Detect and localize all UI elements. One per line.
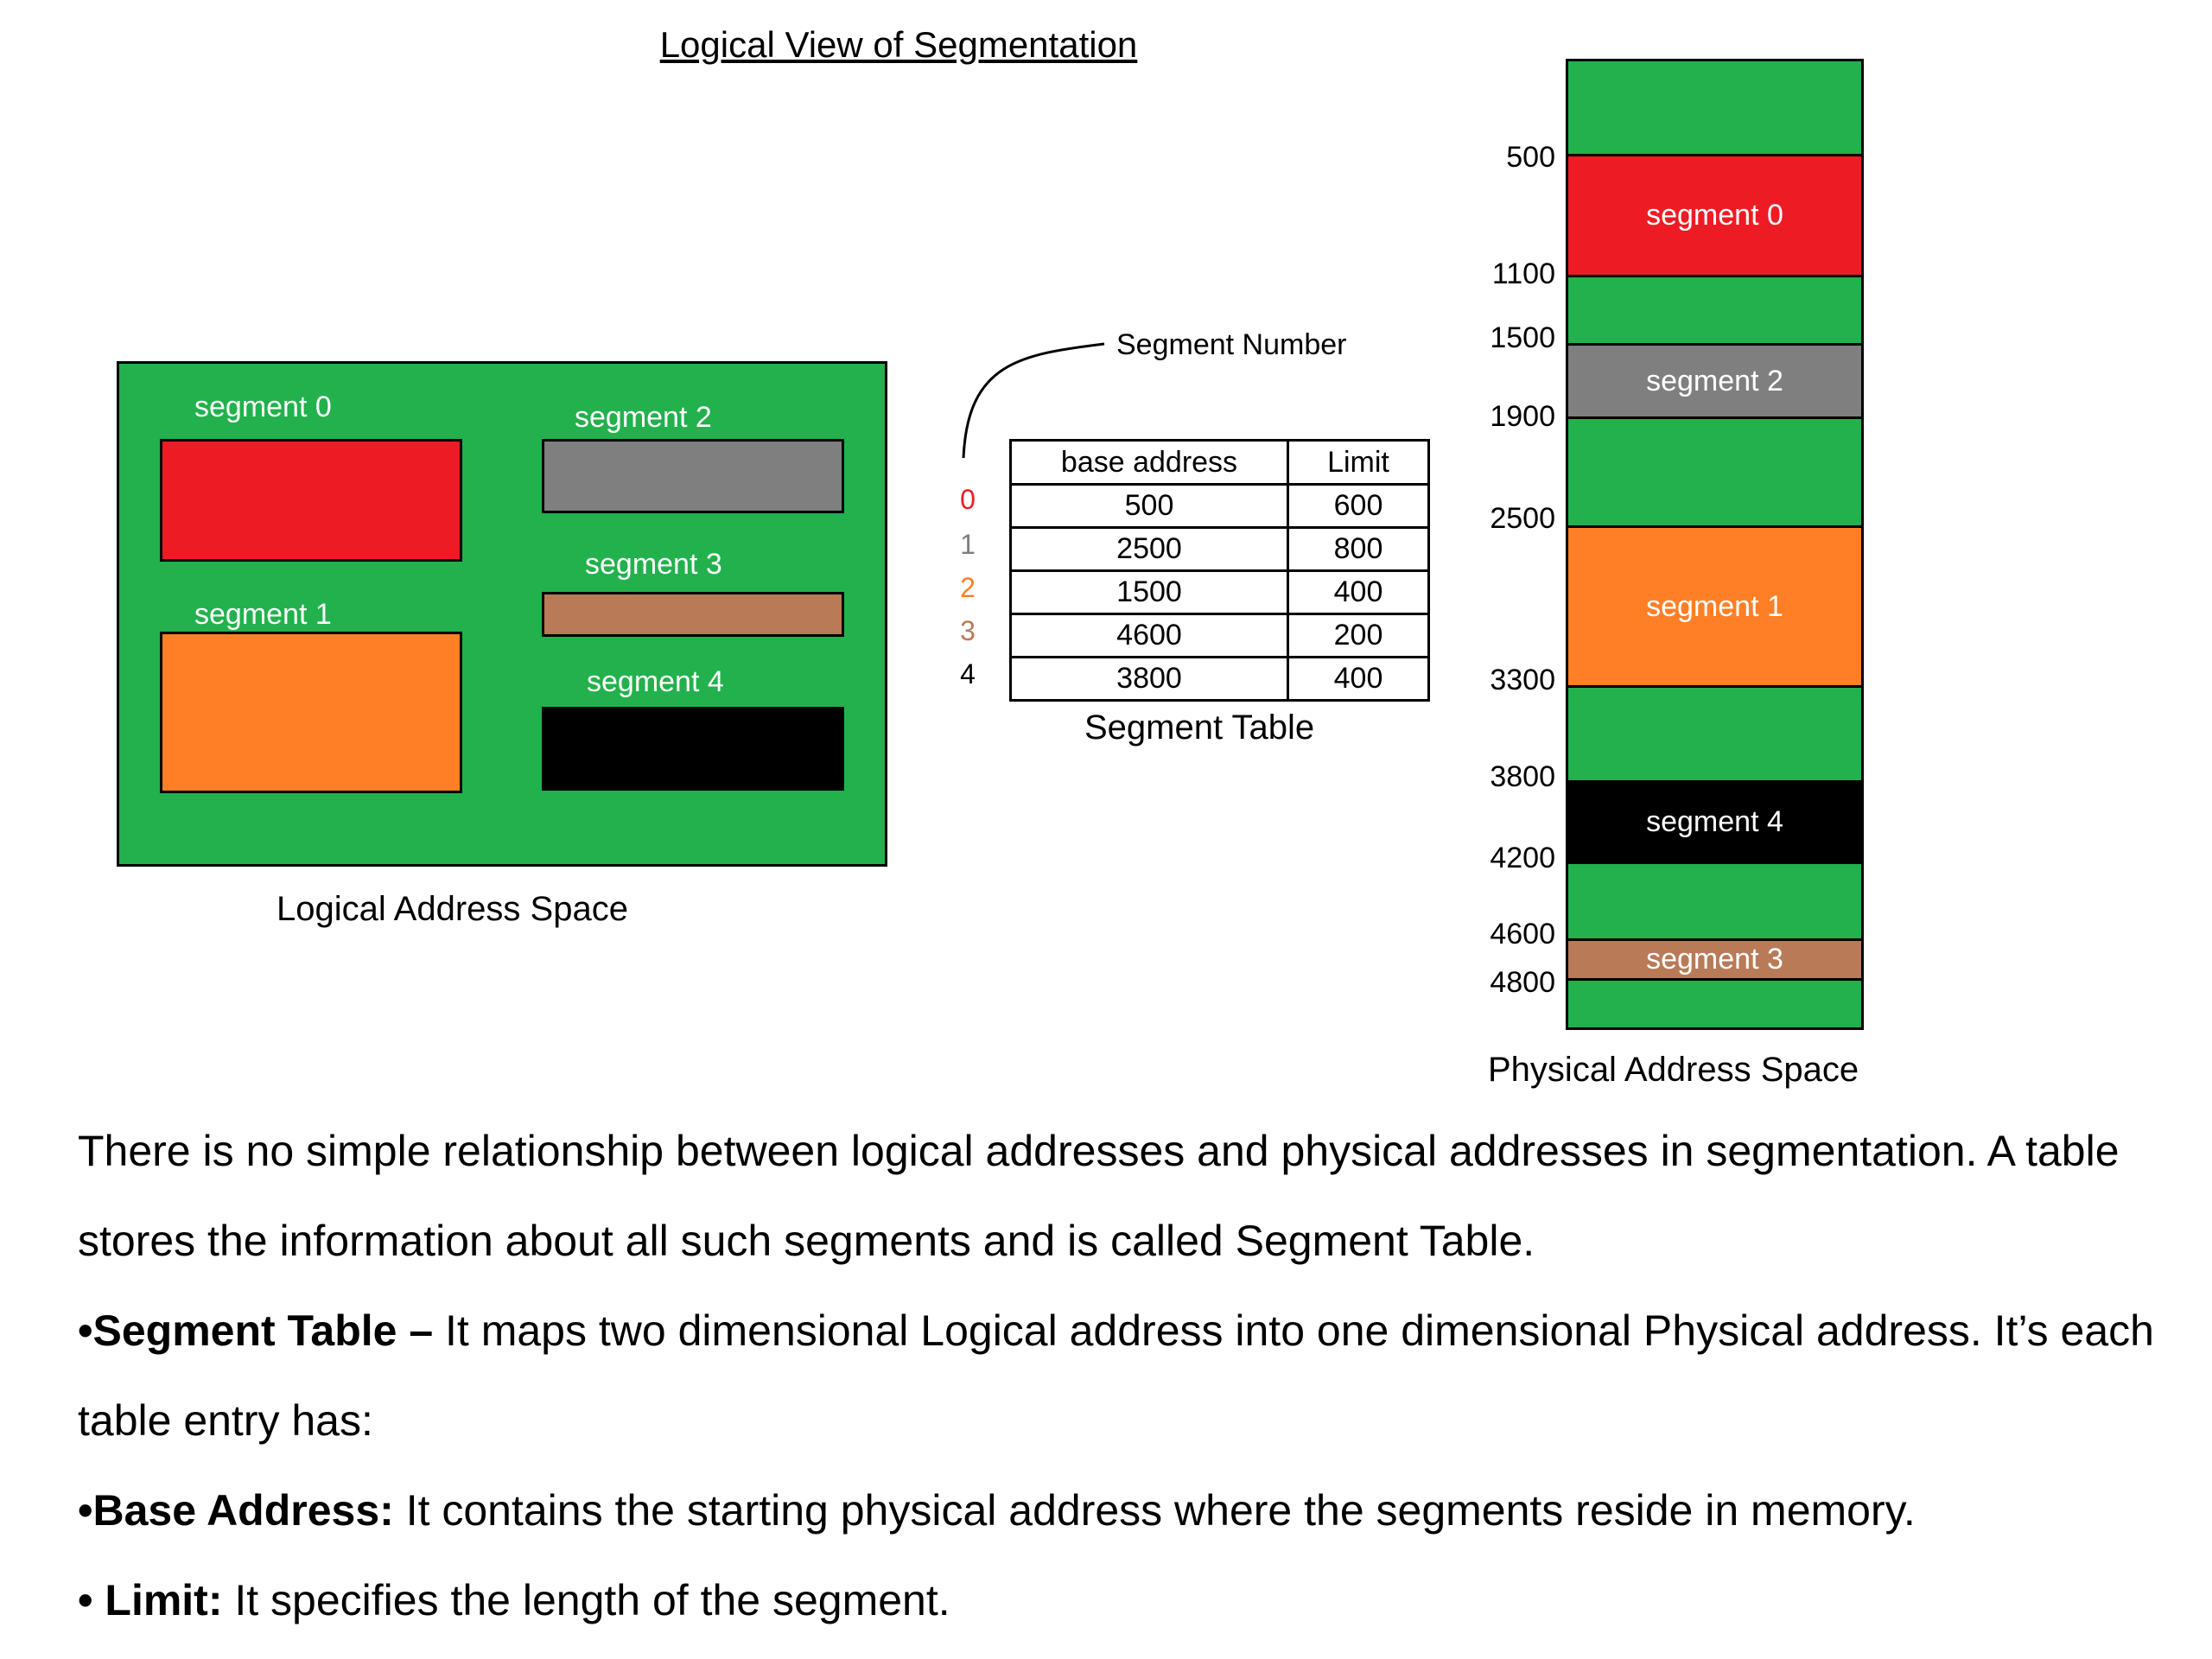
table-index-2: 2 xyxy=(960,572,976,603)
logical-segment-2-label: segment 2 xyxy=(575,401,712,434)
physical-segment-3-label: segment 3 xyxy=(1646,943,1783,976)
address-label: 1100 xyxy=(1491,257,1555,290)
segment-table-caption: Segment Table xyxy=(1084,709,1315,747)
table-cell-base: 1500 xyxy=(1009,569,1289,615)
bullet-limit-desc: It specifies the length of the segment. xyxy=(222,1576,950,1624)
address-label: 3800 xyxy=(1490,760,1555,793)
bullet-base-address: •Base Address: It contains the starting … xyxy=(78,1465,2169,1555)
logical-address-space-caption: Logical Address Space xyxy=(276,890,628,928)
logical-segment-3-block xyxy=(542,592,844,637)
segment-number-label: Segment Number xyxy=(1116,328,1347,361)
logical-segment-0-label: segment 0 xyxy=(194,391,332,423)
bullet-limit-term: • Limit: xyxy=(78,1576,223,1624)
logical-segment-0-block xyxy=(160,439,462,562)
physical-segment-4-label: segment 4 xyxy=(1646,805,1783,838)
table-cell-limit: 400 xyxy=(1287,569,1430,615)
logical-segment-4-label: segment 4 xyxy=(587,665,724,698)
logical-segment-4-block xyxy=(542,707,844,791)
physical-address-space-column: segment 0 segment 2 segment 1 segment 4 … xyxy=(1566,59,1864,1030)
address-label: 4600 xyxy=(1490,918,1555,950)
physical-segment-0-label: segment 0 xyxy=(1646,199,1783,232)
bullet-segment-table-desc: It maps two dimensional Logical address … xyxy=(78,1306,2154,1445)
physical-segment-2-label: segment 2 xyxy=(1646,364,1783,397)
table-cell-base: 4600 xyxy=(1009,613,1289,658)
address-label: 500 xyxy=(1506,141,1555,174)
logical-segment-1-label: segment 1 xyxy=(194,598,332,631)
diagram-title: Logical View of Segmentation xyxy=(659,24,1138,65)
physical-segment-2: segment 2 xyxy=(1568,343,1861,419)
logical-segment-1-block xyxy=(160,632,462,793)
physical-segment-0: segment 0 xyxy=(1568,154,1861,277)
address-label: 2500 xyxy=(1490,502,1555,535)
table-cell-limit: 400 xyxy=(1287,656,1430,702)
bullet-base-address-term: •Base Address: xyxy=(78,1486,394,1535)
table-cell-limit: 800 xyxy=(1287,526,1430,572)
physical-segment-4: segment 4 xyxy=(1568,780,1861,864)
table-header-limit: Limit xyxy=(1287,439,1430,486)
table-index-0: 0 xyxy=(960,484,976,515)
table-header-base: base address xyxy=(1009,439,1289,486)
address-label: 4800 xyxy=(1490,966,1555,999)
logical-segment-2-block xyxy=(542,439,844,513)
physical-segment-1: segment 1 xyxy=(1568,525,1861,688)
physical-segment-3: segment 3 xyxy=(1568,938,1861,981)
bullet-segment-table: •Segment Table – It maps two dimensional… xyxy=(78,1286,2169,1465)
segment-number-pointer xyxy=(962,342,1105,459)
table-index-1: 1 xyxy=(960,529,976,560)
physical-segment-1-label: segment 1 xyxy=(1646,589,1783,623)
explanation-text: There is no simple relationship between … xyxy=(78,1106,2169,1645)
table-cell-limit: 600 xyxy=(1287,483,1430,529)
table-cell-base: 500 xyxy=(1009,483,1289,529)
logical-segment-3-label: segment 3 xyxy=(585,548,722,581)
address-label: 1900 xyxy=(1490,400,1555,433)
address-label: 1500 xyxy=(1490,321,1555,354)
bullet-segment-table-term: •Segment Table – xyxy=(78,1306,434,1355)
bullet-limit: • Limit: It specifies the length of the … xyxy=(78,1555,2169,1645)
physical-address-space-caption: Physical Address Space xyxy=(1488,1051,1859,1089)
table-index-3: 3 xyxy=(960,615,976,646)
table-cell-limit: 200 xyxy=(1287,613,1430,658)
table-cell-base: 3800 xyxy=(1009,656,1289,702)
table-cell-base: 2500 xyxy=(1009,526,1289,572)
table-index-4: 4 xyxy=(960,658,976,690)
address-label: 4200 xyxy=(1490,842,1555,874)
paragraph-intro: There is no simple relationship between … xyxy=(78,1127,2120,1265)
bullet-base-address-desc: It contains the starting physical addres… xyxy=(393,1486,1916,1535)
address-label: 3300 xyxy=(1490,664,1555,696)
